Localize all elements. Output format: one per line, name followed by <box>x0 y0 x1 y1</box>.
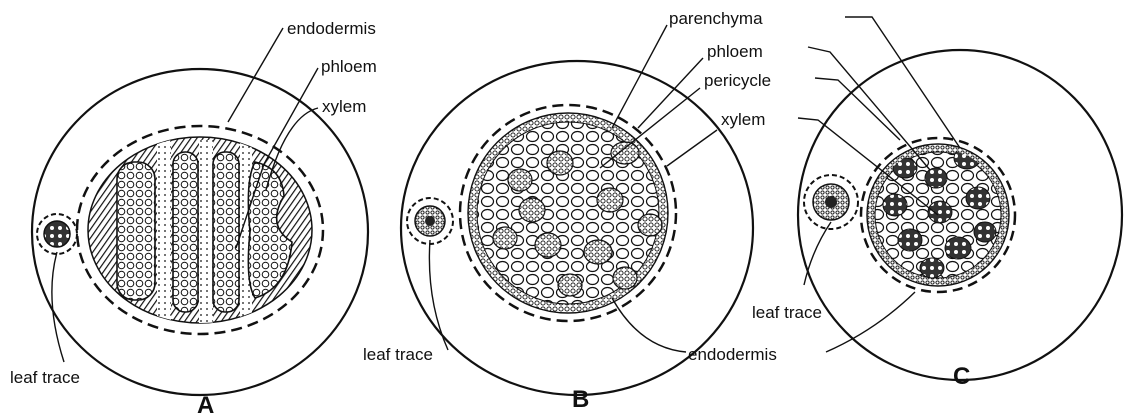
panel-a-diagram: endodermis phloem xylem leaf trace A <box>10 19 377 416</box>
panel-a-xylem-plate <box>117 162 155 300</box>
panel-b-letter: B <box>572 386 589 413</box>
panel-a-letter: A <box>197 392 214 416</box>
panel-a-xylem-plate <box>213 152 239 312</box>
panel-b-parenchyma-label: parenchyma <box>669 9 763 28</box>
panel-a-xylem-label: xylem <box>322 97 366 116</box>
panel-b-pericycle-label: pericycle <box>704 71 771 90</box>
panel-c-leaf-trace-core <box>825 196 837 208</box>
panel-a-endodermis-label: endodermis <box>287 19 376 38</box>
panel-a-phloem-band <box>199 140 213 330</box>
panel-b-leaf-trace-label: leaf trace <box>363 345 433 364</box>
panel-a-phloem-band <box>157 140 171 330</box>
panel-b-xylem-label: xylem <box>721 110 765 129</box>
panel-c-diagram: leaf trace C <box>752 17 1122 390</box>
panel-a-phloem-label: phloem <box>321 57 377 76</box>
panel-c-letter: C <box>953 363 970 390</box>
panel-b-diagram: parenchyma phloem pericycle xylem leaf t… <box>363 9 777 413</box>
panel-a-xylem-plate <box>173 152 198 312</box>
panel-b-leaf-trace-core <box>425 216 435 226</box>
panel-a-leaf-trace <box>44 221 70 247</box>
panel-b-phloem-label: phloem <box>707 42 763 61</box>
panel-a-leaf-trace-label: leaf trace <box>10 368 80 387</box>
panel-b-endodermis-label: endodermis <box>688 345 777 364</box>
panel-c-leaf-trace-label: leaf trace <box>752 303 822 322</box>
